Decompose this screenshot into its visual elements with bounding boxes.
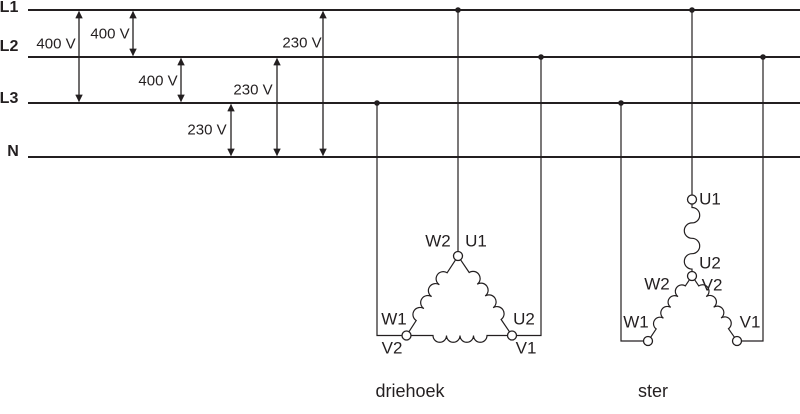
delta-caption: driehoek: [375, 381, 445, 401]
bus-label-l2: L2: [0, 38, 19, 55]
delta-label-w1: W1: [381, 309, 407, 329]
star-windings: [650, 204, 735, 338]
bus-label-l3: L3: [0, 90, 19, 107]
delta-label-v2: V2: [381, 338, 403, 358]
voltage-arrows: [75, 10, 327, 157]
tap-line-l2-star: [741, 57, 764, 342]
delta-label-u2: U2: [513, 309, 535, 329]
star-label-u2: U2: [699, 253, 721, 273]
bus-label-n: N: [7, 143, 19, 160]
delta-label-u1: U1: [465, 231, 487, 251]
delta-terminal-top: [452, 250, 464, 262]
junction-dots: [374, 7, 766, 106]
star-winding-w: [650, 279, 690, 338]
star-terminal-center: [686, 270, 698, 282]
star-caption: ster: [637, 381, 669, 401]
star-winding-u: [683, 204, 701, 272]
star-terminal-u1: [686, 194, 698, 205]
star-winding-v: [694, 279, 735, 338]
star-label-v1: V1: [739, 312, 761, 332]
junction-dot-l1-delta: [455, 7, 461, 13]
junction-dot-l3-star: [618, 100, 624, 106]
junction-dot-l1-star: [689, 7, 695, 13]
star-label-w1: W1: [623, 312, 649, 332]
voltage-label-l1-l2: 400 V: [90, 25, 130, 43]
delta-winding-bottom: [411, 334, 508, 343]
voltage-label-l1-l3: 400 V: [36, 35, 76, 53]
delta-terminal-bottom-right: [506, 330, 518, 341]
delta-winding-right: [460, 259, 510, 333]
delta-label-w2: W2: [425, 231, 451, 251]
voltage-label-l2-n: 230 V: [233, 81, 273, 99]
bus-lines: [28, 9, 800, 158]
tap-line-l3-delta: [376, 103, 402, 337]
junction-dot-l3-delta: [374, 100, 380, 106]
star-label-v2: V2: [701, 275, 723, 295]
junction-dot-l2-star: [760, 54, 766, 60]
terminal-circles: [401, 194, 743, 347]
delta-winding-left: [408, 259, 457, 333]
star-terminal-w1: [642, 335, 654, 347]
tap-lines: [376, 10, 764, 342]
star-label-u1: U1: [699, 189, 721, 209]
voltage-label-l2-l3: 400 V: [138, 72, 178, 90]
delta-label-v1: V1: [515, 338, 537, 358]
bus-label-l1: L1: [0, 0, 19, 16]
star-terminal-v1: [731, 335, 743, 347]
delta-terminal-bottom-left: [401, 330, 412, 341]
voltage-label-l1-n: 230 V: [282, 34, 322, 52]
delta-windings: [408, 259, 510, 343]
voltage-label-l3-n: 230 V: [187, 121, 227, 139]
star-label-w2: W2: [644, 274, 670, 294]
junction-dot-l2-delta: [538, 54, 544, 60]
tap-line-l3-star: [620, 103, 644, 342]
tap-line-l2-delta: [516, 57, 542, 337]
